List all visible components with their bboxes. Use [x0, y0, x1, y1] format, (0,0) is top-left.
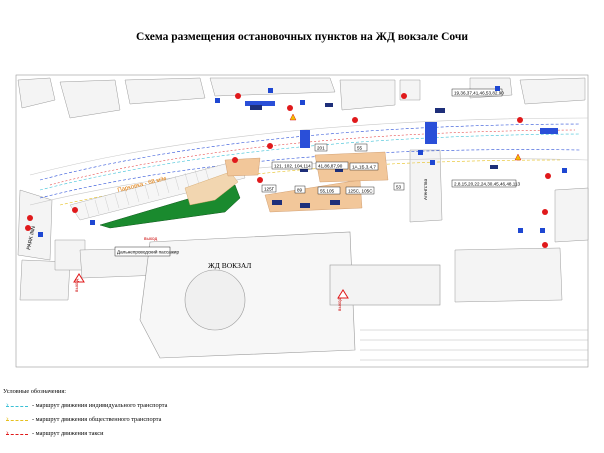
stop-label-201: 201	[317, 146, 325, 151]
ticket-label: Дальнепроводский пассажир	[117, 249, 179, 255]
stop-label-top-right: 19,36,37,41,46,53,82,90	[454, 91, 504, 96]
stop-label-41: 41,86,87,90	[318, 164, 343, 169]
stop-label-55105: 55,105	[320, 189, 334, 194]
stop-label-1a: 1А,1Б,3,4,7	[352, 165, 376, 170]
stop-label-55: 55	[357, 146, 363, 151]
exit-label-2: выход	[337, 298, 342, 311]
stop-label-125g: 125Г	[264, 187, 275, 192]
station-label: ЖД ВОКЗАЛ	[208, 261, 251, 270]
legend-item-taxi: › - маршрут движения такси	[6, 429, 104, 437]
stop-labels: 19,36,37,41,46,53,82,90 2,8,15,20,22,24,…	[261, 88, 521, 195]
legend-item-individual: › - маршрут движения индивидуального тра…	[6, 401, 168, 409]
map-title: Схема размещения остановочных пунктов на…	[136, 31, 468, 43]
legend-item-public: › - маршрут движения общественного транс…	[6, 415, 162, 423]
stop-label-125c: 125С, 105С	[348, 189, 373, 194]
platform-lines	[360, 329, 588, 361]
stop-label-121: 121, 102, 104,114	[274, 164, 311, 169]
stop-label-53: 53	[396, 185, 402, 190]
exit-label-1: выход	[144, 236, 157, 241]
stop-label-right: 2,8,15,20,22,24,30,45,46,48,113	[454, 182, 521, 187]
main-road	[29, 117, 589, 206]
buildings	[17, 77, 589, 303]
road-signs	[25, 86, 567, 299]
legend-label-individual: - маршрут движения индивидуального транс…	[32, 402, 168, 409]
legend-label-taxi: - маршрут движения такси	[32, 430, 104, 437]
station-building	[139, 231, 441, 359]
park-inn-label: PARK INN	[26, 225, 37, 250]
legend-title: Условные обозначения:	[3, 388, 66, 395]
vehicles	[250, 103, 498, 208]
parking-area	[69, 159, 246, 221]
exit-label-3: выход	[74, 279, 79, 292]
crosswalks	[245, 101, 558, 148]
legend-label-public: - маршрут движения общественного транспо…	[32, 416, 162, 423]
stop-label-89: 89	[297, 188, 303, 193]
building-label: Агентство	[423, 178, 428, 200]
